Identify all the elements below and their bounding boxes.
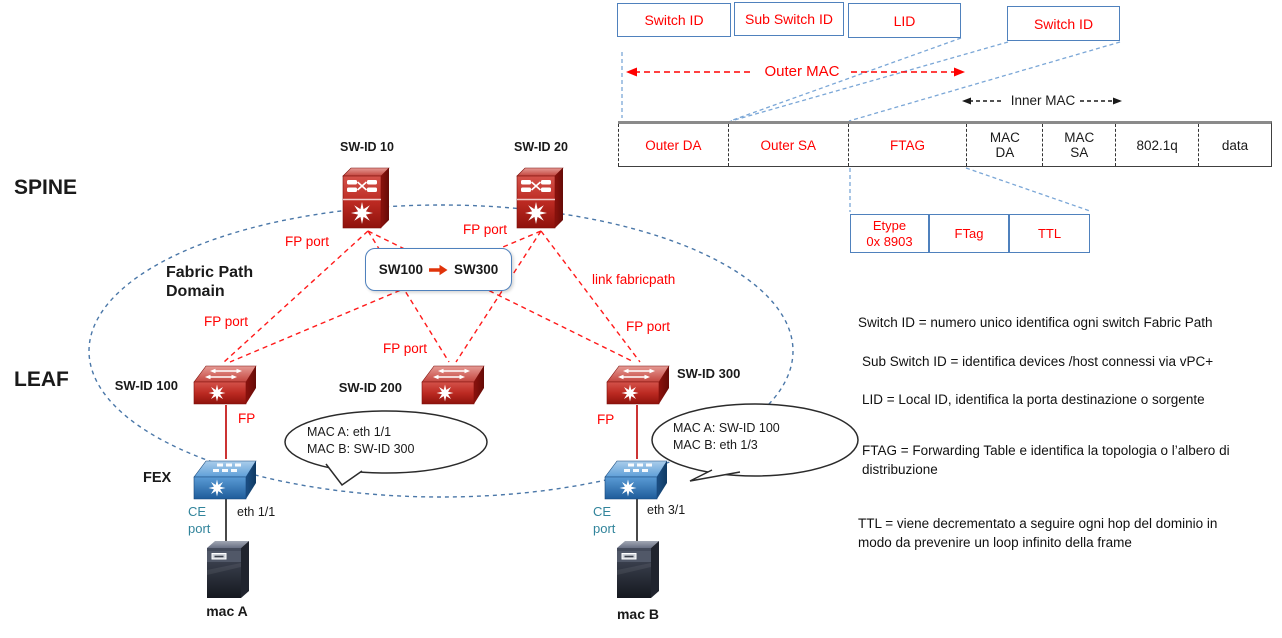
host-links [225, 499, 638, 541]
ftag-box: FTag [929, 214, 1009, 253]
callout-left-text: MAC A: eth 1/1 MAC B: SW-ID 300 [307, 425, 415, 456]
field-mac-sa: MAC SA [1042, 124, 1115, 166]
fp-label-right: FP [597, 412, 615, 427]
server-mac-a-icon [204, 540, 250, 600]
legend-sub-switch-id: Sub Switch ID = identifica devices /host… [862, 354, 1214, 369]
switch-id-box-2-label: Switch ID [1033, 15, 1094, 32]
legend-lid: LID = Local ID, identifica la porta dest… [862, 392, 1205, 407]
fp-port-label-4: FP port [383, 341, 428, 356]
frame-connector-lines [621, 37, 1121, 212]
leaf-switch-200-icon [421, 363, 485, 405]
legend-switch-id: Switch ID = numero unico identifica ogni… [858, 315, 1213, 330]
ce-port-label-left: CE port [188, 504, 211, 536]
fp-links [225, 405, 638, 459]
fex-label: FEX [143, 470, 172, 486]
field-ftag: FTAG [847, 124, 967, 166]
switch-id-box: Switch ID [617, 3, 731, 37]
spine-switch-10-label: SW-ID 10 [340, 140, 394, 154]
eth-port-label-right: eth 3/1 [647, 503, 686, 517]
switch-id-box-2: Switch ID [1007, 6, 1120, 41]
leaf-switch-100-label: SW-ID 100 [114, 378, 178, 393]
lid-box-label: LID [893, 12, 916, 29]
callout-right-bubble [651, 403, 859, 482]
fp-label-left: FP [238, 411, 256, 426]
leaf-switch-300-label: SW-ID 300 [677, 366, 741, 381]
fp-port-label-5: FP port [626, 319, 671, 334]
path-annotation-box: SW100 SW300 [365, 248, 512, 291]
ttl-box: TTL [1009, 214, 1090, 253]
spine-tier-label: SPINE [14, 176, 78, 199]
spine-switch-10-icon [340, 166, 392, 232]
field-outer-sa: Outer SA [727, 124, 848, 166]
leaf-switch-300-icon [606, 363, 670, 405]
field-data: data [1198, 124, 1271, 166]
field-8021q: 802.1q [1115, 124, 1198, 166]
fp-port-label-3: FP port [204, 314, 249, 329]
leaf-tier-label: LEAF [14, 368, 69, 391]
leaf-switch-200-label: SW-ID 200 [338, 380, 402, 395]
spine-switch-20-icon [514, 166, 566, 232]
server-mac-b-icon [614, 540, 660, 600]
lid-box: LID [848, 3, 961, 38]
legend-ttl: TTL = viene decrementato a seguire ogni … [858, 516, 1218, 550]
path-from-label: SW100 [378, 262, 423, 277]
fabric-domain-ellipse [88, 204, 794, 498]
inner-mac-arrow [962, 97, 1122, 105]
callout-left-bubble [284, 410, 488, 487]
sub-switch-id-box: Sub Switch ID [734, 2, 844, 36]
fp-port-label-1: FP port [285, 234, 330, 249]
field-outer-da: Outer DA [618, 124, 728, 166]
fex-switch-right-icon [604, 458, 668, 500]
outer-mac-arrow [626, 67, 965, 77]
host-mac-a-label: mac A [206, 603, 248, 619]
fex-switch-left-icon [193, 458, 257, 500]
fabricpath-frame-row: Outer DA Outer SA FTAG MAC DA MAC SA 802… [618, 121, 1272, 167]
fabric-path-domain-label: Fabric Path Domain [166, 264, 254, 300]
legend-ftag: FTAG = Forwarding Table e identifica la … [862, 443, 1230, 477]
field-mac-da: MAC DA [966, 124, 1042, 166]
switch-id-box-label: Switch ID [644, 12, 704, 28]
leaf-switch-100-icon [193, 363, 257, 405]
host-mac-b-label: mac B [616, 606, 660, 622]
outer-mac-label: Outer MAC [764, 63, 840, 80]
link-fabricpath-label: link fabricpath [592, 272, 676, 287]
callout-right-text: MAC A: SW-ID 100 MAC B: eth 1/3 [673, 421, 780, 452]
etype-box: Etype 0x 8903 [850, 214, 929, 253]
inner-mac-label: Inner MAC [1010, 93, 1076, 108]
eth-port-label-left: eth 1/1 [237, 505, 276, 519]
ce-port-label-right: CE port [593, 504, 616, 536]
fp-port-label-2: FP port [463, 222, 508, 237]
spine-switch-20-label: SW-ID 20 [514, 140, 568, 154]
path-to-label: SW300 [454, 262, 499, 277]
sub-switch-id-box-label: Sub Switch ID [745, 11, 833, 27]
right-arrow-icon [429, 264, 448, 275]
